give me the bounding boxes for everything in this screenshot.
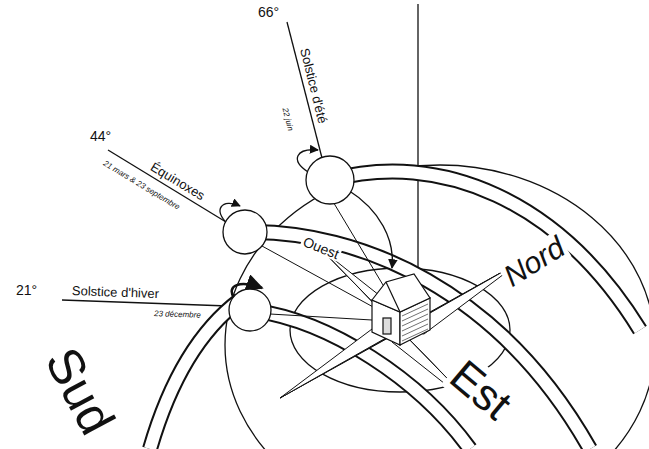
rotation-arrow bbox=[220, 150, 318, 298]
leader-line bbox=[108, 150, 226, 222]
sun-path-bands bbox=[150, 172, 640, 449]
house bbox=[372, 274, 430, 345]
season-label: Solstice d'hiver bbox=[70, 284, 161, 300]
angle-label: 21° bbox=[14, 283, 39, 297]
date-label: 23 décembre bbox=[152, 310, 203, 320]
angle-label: 44° bbox=[88, 129, 113, 143]
date-label: 21 mars & 23 septembre bbox=[100, 159, 183, 213]
cardinal-label: Sud bbox=[36, 338, 124, 444]
horizon-ring bbox=[225, 165, 649, 449]
zenith-line bbox=[417, 4, 418, 300]
angle-label: 66° bbox=[256, 5, 281, 19]
season-label: Solstice d'été bbox=[298, 44, 330, 126]
leader-line bbox=[62, 300, 228, 306]
cardinal-label: Nord bbox=[497, 231, 571, 293]
sun-circle bbox=[223, 156, 354, 331]
date-label: 22 juin bbox=[280, 105, 294, 134]
house-siding bbox=[402, 304, 428, 341]
